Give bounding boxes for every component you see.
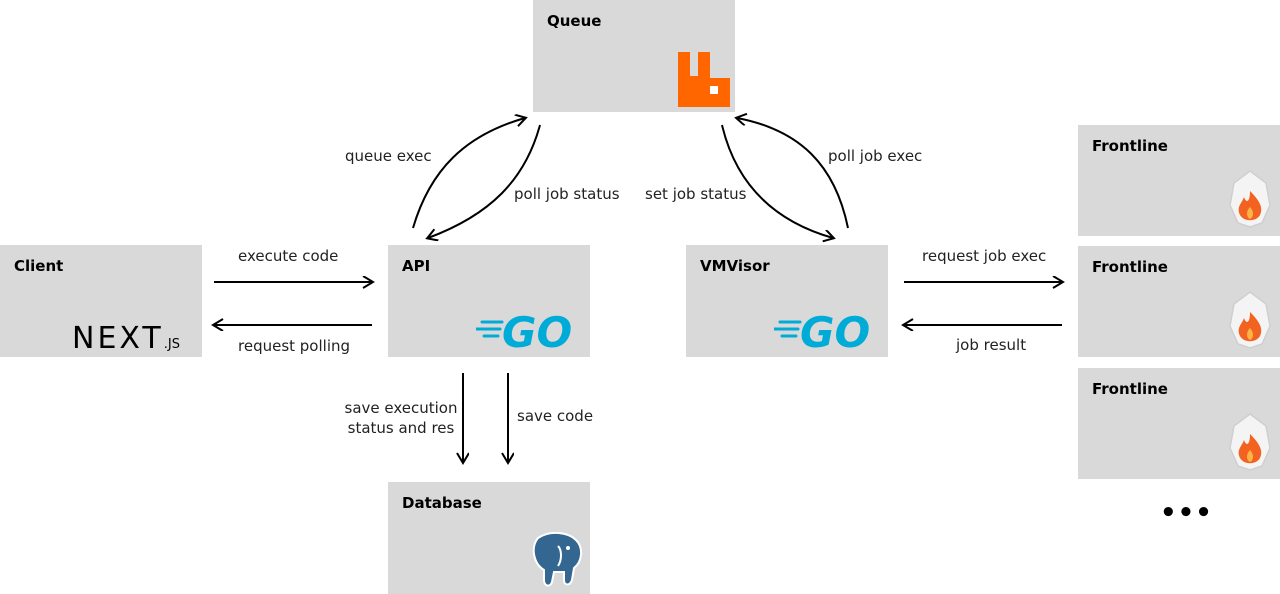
go-logo-text: GO <box>800 311 870 351</box>
nextjs-logo-suffix: .JS <box>163 337 180 352</box>
api-title: API <box>402 257 431 275</box>
more-frontlines-ellipsis: ••• <box>1160 498 1213 528</box>
edge-label-poll-job-exec: poll job exec <box>828 147 923 165</box>
database-title: Database <box>402 494 482 512</box>
edge-label-job-result: job result <box>956 336 1027 354</box>
frontline-node: Frontline <box>1078 246 1280 357</box>
go-logo-text: GO <box>502 311 572 351</box>
api-node: API GO <box>388 245 590 357</box>
postgresql-elephant-icon <box>528 532 584 593</box>
vmvisor-node: VMVisor GO <box>686 245 888 357</box>
go-logo: GO <box>474 308 582 357</box>
client-title: Client <box>14 257 64 275</box>
queue-node: Queue <box>533 0 735 112</box>
arrow-vmvisor-to-queue <box>737 118 849 229</box>
firecracker-flame-icon <box>1228 412 1272 477</box>
arrow-queue-to-api <box>428 124 541 238</box>
edge-label-poll-job-status: poll job status <box>514 185 620 203</box>
go-logo: GO <box>772 308 880 357</box>
edge-label-set-job-status: set job status <box>645 185 747 203</box>
frontline-title: Frontline <box>1092 258 1168 276</box>
frontline-node: Frontline <box>1078 368 1280 479</box>
firecracker-flame-icon <box>1228 169 1272 234</box>
arrow-api-to-queue <box>412 118 525 229</box>
queue-title: Queue <box>547 12 602 30</box>
frontline-title: Frontline <box>1092 380 1168 398</box>
nextjs-logo: NEXT.JS <box>72 321 180 356</box>
edge-label-save-code: save code <box>517 407 594 425</box>
firecracker-flame-icon <box>1228 290 1272 355</box>
arrow-queue-to-vmvisor <box>721 124 833 238</box>
vmvisor-title: VMVisor <box>700 257 770 275</box>
edge-label-queue-exec: queue exec <box>345 147 432 165</box>
client-node: Client NEXT.JS <box>0 245 202 357</box>
frontline-node: Frontline <box>1078 125 1280 236</box>
frontline-title: Frontline <box>1092 137 1168 155</box>
edge-label-request-polling: request polling <box>238 337 351 355</box>
edge-label-request-job-exec: request job exec <box>922 247 1047 265</box>
nextjs-logo-text: NEXT <box>72 321 164 356</box>
edge-label-execute-code: execute code <box>238 247 339 265</box>
database-node: Database <box>388 482 590 594</box>
edge-label-save-execution-line1: save execution <box>344 399 458 417</box>
edge-label-save-execution-line2: status and res <box>347 419 455 437</box>
rabbitmq-icon <box>678 52 730 112</box>
edge-label-save-execution: save execution status and res <box>342 398 460 438</box>
